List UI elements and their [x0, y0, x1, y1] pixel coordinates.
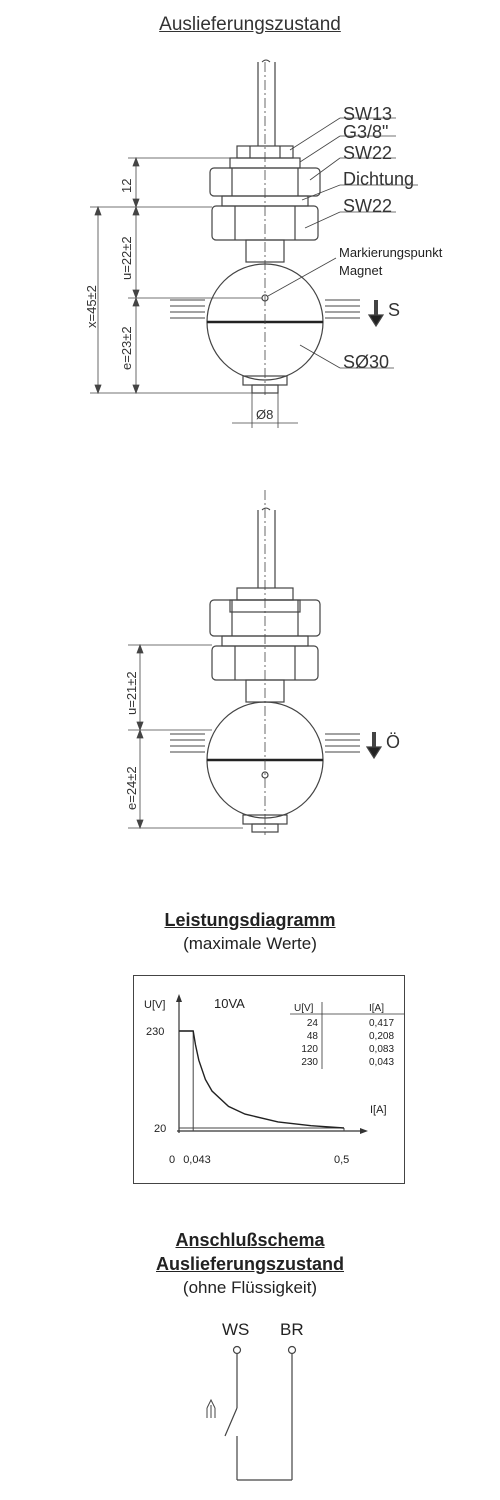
x-tick-043: 0,043	[183, 1154, 211, 1166]
table-header-i: I[A]	[369, 1003, 384, 1014]
label-sw13: SW13	[343, 104, 393, 124]
circuit-schema	[206, 1345, 297, 1481]
chart-svg: U[V] I[A] 10VA 230 20 0 0,043 0,5 U[V] I[A] 24 0,41…	[144, 994, 404, 1166]
x-tick-0: 0	[169, 1154, 175, 1166]
label-g38: G3/8"	[343, 122, 389, 142]
chart-title: 10VA	[214, 996, 245, 1011]
table-cell-u: 230	[301, 1057, 318, 1068]
label-magnet: Magnet	[339, 263, 383, 278]
schema-subtitle: (ohne Flüssigkeit)	[182, 1278, 318, 1297]
table-cell-i: 0,043	[369, 1057, 394, 1068]
label-sw22-a: SW22	[343, 143, 393, 163]
dim-e-2: e=24±2	[124, 766, 139, 810]
dim-e-1: e=23±2	[119, 326, 134, 370]
dim-12: 12	[119, 178, 134, 193]
diagram-title: Leistungsdiagramm	[164, 910, 336, 930]
table-cell-i: 0,208	[369, 1031, 394, 1042]
power-chart: U[V] I[A] 10VA 230 20 0 0,043 0,5 U[V] I[A] 24 0,41…	[133, 975, 405, 1184]
schema-title-2: Auslieferungszustand	[155, 1254, 345, 1274]
label-markierungspunkt: Markierungspunkt	[339, 245, 443, 260]
label-sw22-b: SW22	[343, 196, 393, 216]
series-line	[179, 1030, 345, 1129]
y-tick-230: 230	[146, 1026, 164, 1038]
cable-2	[257, 510, 276, 588]
drawing1-title: Auslieferungszustand	[159, 14, 341, 35]
y-tick-20: 20	[154, 1123, 166, 1135]
x-axis-label: I[A]	[370, 1104, 387, 1116]
float-arrow-icon	[206, 1398, 216, 1418]
label-o: Ö	[386, 732, 401, 752]
x-tick-05: 0,5	[334, 1154, 349, 1166]
table-cell-i: 0,083	[369, 1044, 394, 1055]
table-cell-u: 120	[301, 1044, 318, 1055]
dim-u-1: u=22±2	[119, 236, 134, 280]
terminal-br: BR	[280, 1320, 304, 1339]
cable-1	[257, 62, 276, 146]
label-dichtung: Dichtung	[343, 169, 415, 189]
table-cell-u: 24	[307, 1018, 319, 1029]
y-axis-label: U[V]	[144, 999, 165, 1011]
label-so30: SØ30	[343, 352, 390, 372]
dim-o8: Ø8	[256, 407, 274, 422]
schema-title: Anschlußschema	[175, 1230, 325, 1250]
x-axis-arrow	[360, 1128, 368, 1134]
table-cell-u: 48	[307, 1031, 319, 1042]
table-header-u: U[V]	[294, 1003, 314, 1014]
diagram-subtitle: (maximale Werte)	[183, 934, 317, 953]
dim-x: x=45±2	[84, 285, 99, 328]
terminal-ws: WS	[222, 1320, 250, 1339]
table-cell-i: 0,417	[369, 1018, 394, 1029]
y-axis-arrow	[176, 994, 182, 1002]
dim-u-2: u=21±2	[124, 671, 139, 715]
label-s: S	[388, 300, 401, 320]
